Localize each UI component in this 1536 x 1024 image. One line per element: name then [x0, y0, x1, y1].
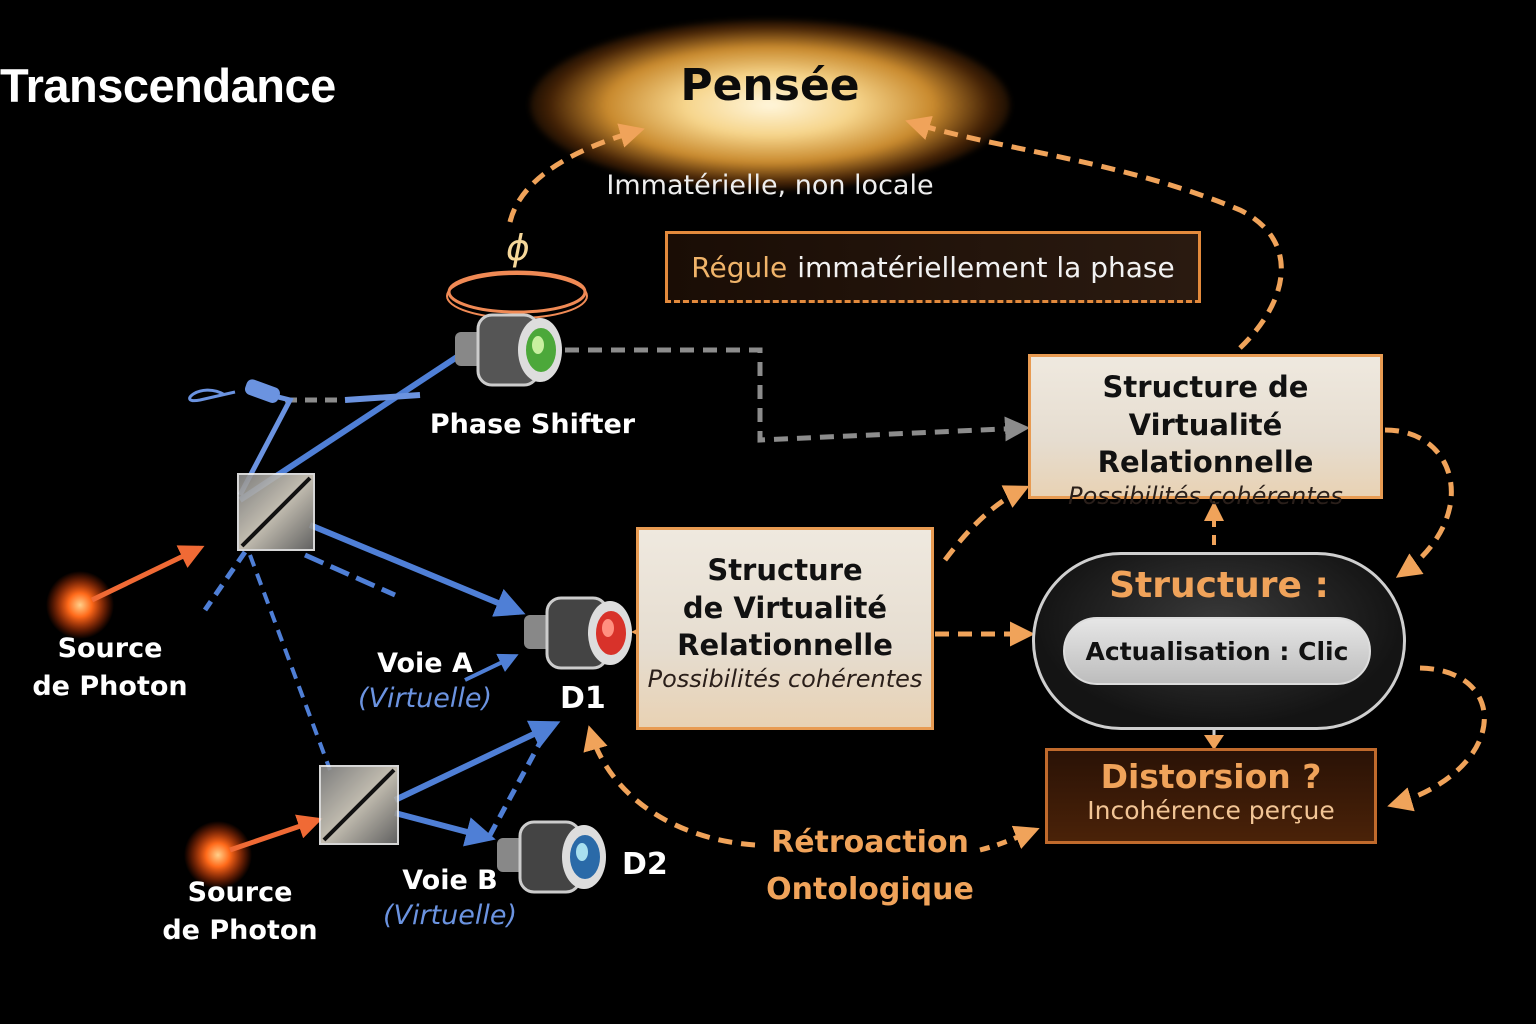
arrow-structure-to-thought: [905, 115, 1284, 350]
photon-source-2-label: Source de Photon: [150, 874, 330, 950]
detector-d1: [524, 596, 632, 670]
source-1-line1: Source: [57, 633, 163, 664]
source-2-line1: Source: [187, 877, 293, 908]
path-a-qualifier: (Virtuelle): [357, 682, 493, 714]
detector-d2-label: D2: [622, 847, 668, 882]
source-1-line2: de Photon: [32, 670, 188, 702]
thought-title: Pensée: [680, 60, 860, 111]
arrow-top-to-pill: [1384, 427, 1454, 578]
path-b-qualifier: (Virtuelle): [382, 899, 518, 931]
structure-mid-line2: de Virtualité: [682, 590, 888, 625]
phi-symbol: ϕ: [506, 228, 530, 269]
phase-shifter-label: Phase Shifter: [429, 409, 636, 440]
arrow-phase-to-thought: [507, 123, 645, 223]
path-b-name: Voie B: [402, 865, 498, 896]
detector-d2: [497, 820, 606, 894]
arrow-feedback-to-d1: [583, 725, 756, 848]
path-b-label: Voie B (Virtuelle): [365, 862, 535, 931]
page-title: Transcendance: [0, 59, 336, 112]
beam-splitter-2: [319, 765, 399, 845]
distortion-title: Distorsion ?: [1100, 757, 1322, 796]
regulation-text: immatériellement la phase: [797, 250, 1175, 284]
path-a-name: Voie A: [377, 648, 473, 679]
regulation-highlight: Régule: [691, 250, 788, 284]
arrow-mid-to-top: [943, 485, 1030, 562]
structure-mid-sub: Possibilités cohérentes: [647, 665, 923, 694]
thought-cloud: [530, 20, 1010, 190]
structure-mid-box: Structure de Virtualité Relationnelle Po…: [636, 527, 934, 730]
feedback-line2: Ontologique: [766, 871, 974, 907]
photon-source-1-label: Source de Photon: [20, 630, 200, 706]
arrow-feedback-to-distortion: [979, 825, 1040, 853]
feedback-line1: Rétroaction: [771, 825, 969, 860]
actualisation-pill: Actualisation : Clic: [1063, 617, 1371, 685]
detector-d1-label: D1: [560, 681, 606, 716]
structure-top-line2: Relationnelle: [1097, 445, 1314, 480]
structure-mid-line1: Structure: [707, 553, 863, 587]
structure-top-box: Structure de Virtualité Relationnelle Po…: [1028, 354, 1383, 510]
feedback-label: Rétroaction Ontologique: [755, 820, 985, 913]
phase-shifter-device: [455, 313, 562, 387]
arrow-loop-right: [1387, 665, 1487, 812]
structure-pill-title: Structure :: [1109, 565, 1329, 606]
photon-source-2: [184, 821, 252, 889]
source-2-line2: de Photon: [162, 914, 318, 946]
photon-source-1: [46, 571, 114, 639]
phase-regulation-box: Régule immatériellement la phase: [665, 231, 1201, 303]
distortion-sub: Incohérence perçue: [1087, 796, 1335, 825]
arrow-shifter-to-top: [565, 347, 1030, 443]
distortion-box: Distorsion ? Incohérence perçue: [1045, 748, 1377, 844]
path-a-label: Voie A (Virtuelle): [340, 645, 510, 714]
structure-mid-line3: Relationnelle: [677, 628, 893, 663]
thought-subtitle: Immatérielle, non locale: [606, 170, 934, 201]
beam-splitter-1: [237, 473, 315, 551]
structure-top-sub: Possibilités cohérentes: [1068, 482, 1343, 511]
structure-top-line1: Structure de Virtualité: [1102, 370, 1309, 442]
